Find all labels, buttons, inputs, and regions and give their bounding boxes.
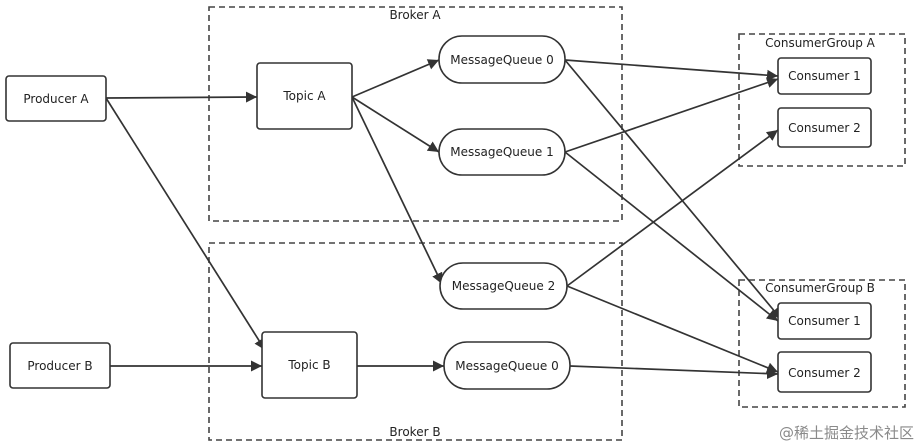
cgb-consumer1-node: Consumer 1	[777, 302, 872, 340]
consumer-group-b-container: ConsumerGroup B	[738, 279, 906, 408]
cga-consumer1-label: Consumer 1	[788, 69, 861, 83]
edge-topic-a-to-mq-a0	[351, 59, 440, 98]
producer-a-node: Producer A	[5, 75, 107, 122]
edge-mq-b0-to-cgb-consumer2	[569, 365, 779, 380]
edge-producer-a-to-topic-b	[105, 97, 266, 351]
edge-mq-a1-to-cga-consumer1	[564, 77, 779, 153]
cga-consumer2-label: Consumer 2	[788, 121, 861, 135]
topic-b-label: Topic B	[287, 358, 330, 372]
edge-mq-a2-to-cga-consumer2	[566, 129, 779, 287]
consumer-group-a-label: ConsumerGroup A	[765, 36, 876, 50]
edge-topic-a-to-mq-a2	[351, 96, 443, 285]
broker-b-label: Broker B	[389, 425, 440, 439]
cga-consumer1-node: Consumer 1	[777, 57, 872, 95]
cgb-consumer2-label: Consumer 2	[788, 366, 861, 380]
message-queue-a1-node: MessageQueue 1	[438, 128, 566, 176]
edges-layer	[105, 59, 782, 380]
edge-mq-a2-to-cgb-consumer2	[566, 285, 779, 373]
topic-b-node: Topic B	[261, 331, 358, 399]
edge-producer-a-to-topic-a	[105, 91, 258, 103]
producer-b-label: Producer B	[27, 359, 92, 373]
topic-a-node: Topic A	[256, 62, 353, 130]
edge-mq-a0-to-cga-consumer1	[564, 59, 779, 81]
edge-topic-a-to-mq-a1	[351, 96, 440, 153]
message-queue-b0-node: MessageQueue 0	[443, 341, 571, 390]
consumer-group-b-label: ConsumerGroup B	[765, 281, 875, 295]
message-queue-a1-label: MessageQueue 1	[450, 145, 553, 159]
message-queue-a2-label: MessageQueue 2	[452, 279, 555, 293]
topic-a-label: Topic A	[282, 89, 326, 103]
broker-a-container: Broker A	[208, 6, 623, 222]
edge-mq-a1-to-cgb-consumer1	[564, 151, 779, 322]
edge-mq-a0-to-cgb-consumer1	[564, 59, 782, 320]
broker-b-container: Broker B	[208, 242, 623, 441]
producer-a-label: Producer A	[23, 92, 89, 106]
broker-a-label: Broker A	[389, 8, 441, 22]
cgb-consumer1-label: Consumer 1	[788, 314, 861, 328]
message-queue-a0-label: MessageQueue 0	[450, 53, 553, 67]
watermark-text: @稀土掘金技术社区	[779, 424, 914, 442]
message-queue-a2-node: MessageQueue 2	[439, 262, 568, 310]
cga-consumer2-node: Consumer 2	[777, 107, 872, 148]
consumer-group-a-container: ConsumerGroup A	[738, 33, 906, 167]
producer-b-node: Producer B	[9, 342, 111, 389]
message-queue-b0-label: MessageQueue 0	[455, 359, 558, 373]
message-queue-a0-node: MessageQueue 0	[438, 35, 566, 84]
cgb-consumer2-node: Consumer 2	[777, 351, 872, 393]
